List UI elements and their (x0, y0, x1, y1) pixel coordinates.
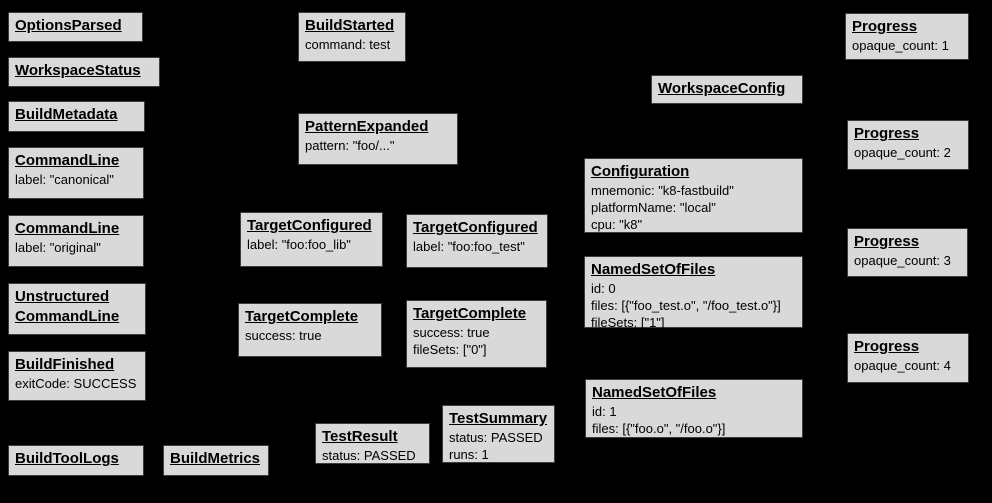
event-node-title: TestResult (322, 428, 398, 445)
event-node-configuration: Configuration mnemonic: "k8-fastbuild" pl… (584, 158, 803, 233)
event-node-command-line-canonical: CommandLine label: "canonical" (8, 147, 144, 199)
event-node-progress-3: Progress opaque_count: 3 (847, 228, 968, 277)
event-node-attr: status: PASSED (449, 430, 543, 445)
event-node-title: WorkspaceConfig (658, 80, 786, 97)
event-node-attr: fileSets: ["0"] (413, 342, 487, 357)
event-node-attr: files: [{"foo_test.o", "/foo_test.o"}] (591, 298, 781, 313)
event-node-attr: files: [{"foo.o", "/foo.o"}] (592, 421, 726, 436)
event-node-options-parsed: OptionsParsed (8, 12, 143, 42)
event-node-test-result: TestResult status: PASSED (315, 423, 430, 464)
event-node-attr: success: true (413, 325, 490, 340)
event-node-attr: opaque_count: 3 (854, 253, 951, 268)
event-node-attr: id: 1 (592, 404, 617, 419)
event-node-title: OptionsParsed (15, 17, 122, 34)
event-node-progress-1: Progress opaque_count: 1 (845, 13, 969, 60)
event-node-build-finished: BuildFinished exitCode: SUCCESS (8, 351, 146, 401)
event-node-target-complete-foo-test: TargetComplete success: true fileSets: ["… (406, 300, 547, 368)
event-node-build-metrics: BuildMetrics (163, 445, 269, 476)
event-node-attr: mnemonic: "k8-fastbuild" (591, 183, 734, 198)
event-node-workspace-status: WorkspaceStatus (8, 57, 160, 87)
event-node-attr: opaque_count: 4 (854, 358, 951, 373)
event-node-target-configured-foo-lib: TargetConfigured label: "foo:foo_lib" (240, 212, 383, 267)
event-node-command-line-original: CommandLine label: "original" (8, 215, 144, 267)
event-node-attr: exitCode: SUCCESS (15, 376, 137, 391)
event-node-attr: status: PASSED (322, 448, 416, 463)
event-node-attr: id: 0 (591, 281, 616, 296)
event-node-title: BuildMetrics (170, 450, 261, 467)
event-node-title: TargetConfigured (247, 217, 372, 234)
event-node-title: TargetComplete (413, 305, 527, 322)
event-node-build-started: BuildStarted command: test (298, 12, 406, 62)
event-node-build-tool-logs: BuildToolLogs (8, 445, 144, 476)
event-node-progress-2: Progress opaque_count: 2 (847, 120, 969, 170)
event-node-title: PatternExpanded (305, 118, 429, 135)
event-node-title: TestSummary (449, 410, 548, 427)
event-node-progress-4: Progress opaque_count: 4 (847, 333, 969, 383)
event-node-title: Unstructured CommandLine (15, 288, 120, 325)
event-node-title: BuildToolLogs (15, 450, 119, 467)
event-node-attr: command: test (305, 37, 391, 52)
event-node-attr: opaque_count: 2 (854, 145, 951, 160)
event-node-title: BuildMetadata (15, 106, 118, 123)
event-node-title: Progress (854, 125, 920, 142)
event-node-title: BuildStarted (305, 17, 395, 34)
event-node-test-summary: TestSummary status: PASSED runs: 1 (442, 405, 555, 463)
event-node-title: TargetConfigured (413, 219, 538, 236)
event-node-attr: success: true (245, 328, 322, 343)
event-node-attr: label: "foo:foo_test" (413, 239, 525, 254)
event-node-pattern-expanded: PatternExpanded pattern: "foo/..." (298, 113, 458, 165)
event-node-target-complete-foo-lib: TargetComplete success: true (238, 303, 382, 357)
event-node-attr: pattern: "foo/..." (305, 138, 395, 153)
event-node-title: Progress (852, 18, 918, 35)
event-node-unstructured-command-line: Unstructured CommandLine (8, 283, 146, 335)
event-node-title: NamedSetOfFiles (591, 261, 716, 278)
event-node-workspace-config: WorkspaceConfig (651, 75, 803, 104)
event-node-attr: label: "canonical" (15, 172, 114, 187)
event-node-title: CommandLine (15, 152, 120, 169)
event-node-title: TargetComplete (245, 308, 359, 325)
event-node-attr: platformName: "local" (591, 200, 716, 215)
event-node-build-metadata: BuildMetadata (8, 101, 145, 132)
event-node-title: Configuration (591, 163, 690, 180)
event-node-title: WorkspaceStatus (15, 62, 141, 79)
event-node-title: Progress (854, 338, 920, 355)
event-node-title: Progress (854, 233, 920, 250)
event-node-title: CommandLine (15, 220, 120, 237)
event-node-named-set-of-files-0: NamedSetOfFiles id: 0 files: [{"foo_test.… (584, 256, 803, 330)
event-node-title: NamedSetOfFiles (592, 384, 717, 401)
event-node-named-set-of-files-1: NamedSetOfFiles id: 1 files: [{"foo.o", "… (585, 379, 803, 438)
event-node-attr: opaque_count: 1 (852, 38, 949, 53)
event-node-attr: cpu: "k8" (591, 217, 643, 232)
event-node-attr: label: "foo:foo_lib" (247, 237, 351, 252)
event-node-attr: runs: 1 (449, 447, 489, 462)
event-node-title: BuildFinished (15, 356, 115, 373)
event-node-attr: fileSets: ["1"] (591, 315, 665, 330)
event-node-target-configured-foo-test: TargetConfigured label: "foo:foo_test" (406, 214, 548, 268)
event-node-attr: label: "original" (15, 240, 101, 255)
